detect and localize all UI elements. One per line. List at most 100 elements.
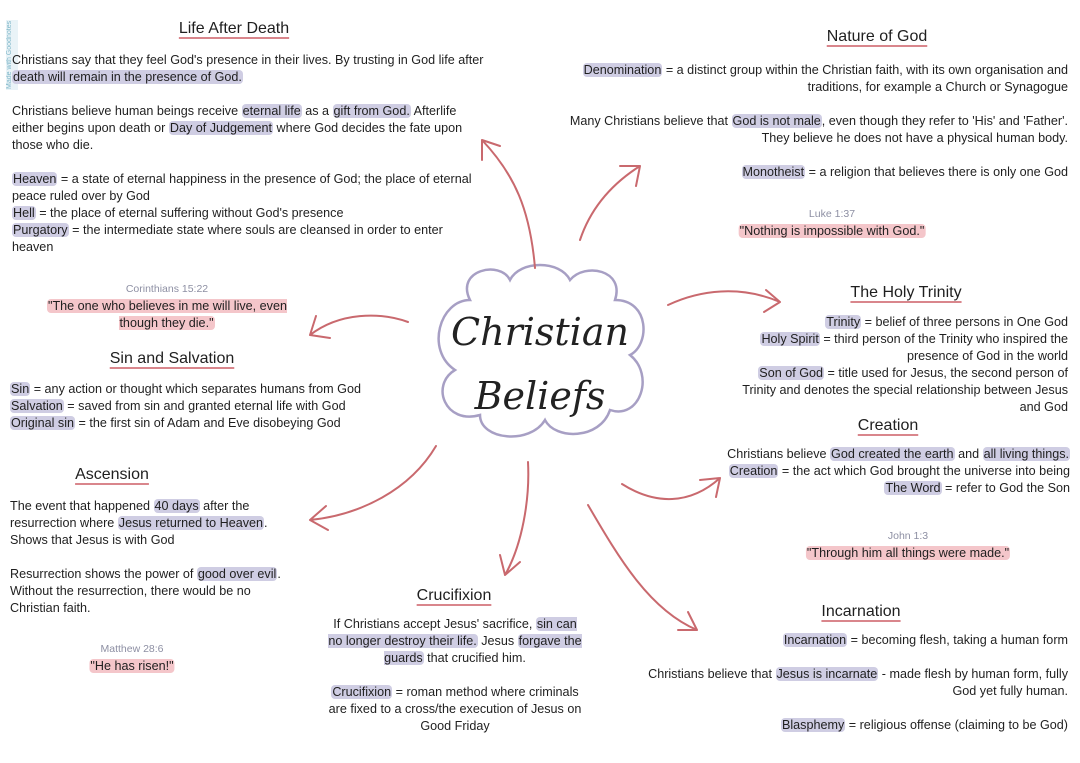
arrow-incarnation: [587, 504, 698, 631]
text-segment: = the intermediate state where souls are…: [12, 223, 443, 254]
text-segment: = the place of eternal suffering without…: [35, 206, 344, 220]
text-segment: = the first sin of Adam and Eve disobeyi…: [75, 416, 341, 430]
text-segment: . Shows that Jesus is with God: [10, 516, 268, 547]
arrow-nature-of-god: [579, 165, 641, 241]
paragraph: Christians believe human beings receive …: [12, 103, 484, 154]
text-segment: = refer to God the Son: [941, 481, 1070, 495]
quote-source: John 1:3: [887, 530, 929, 542]
quote-luke: Luke 1:37 "Nothing is impossible with Go…: [738, 206, 926, 240]
paragraph: Incarnation = becoming flesh, taking a h…: [640, 632, 1068, 649]
highlighted-term: gift from God.: [332, 104, 411, 118]
highlighted-term: God created the earth: [830, 447, 955, 461]
text-segment: = a religion that believes there is only…: [805, 165, 1068, 179]
text-segment: , even though they refer to 'His' and 'F…: [761, 114, 1068, 145]
section-nature-of-god: Denomination = a distinct group within t…: [560, 62, 1068, 198]
arrow-life-after-death: [481, 139, 536, 269]
text-segment: = becoming flesh, taking a human form: [847, 633, 1068, 647]
arrow-sin-salvation: [309, 314, 409, 339]
text-segment: = any action or thought which separates …: [30, 382, 361, 396]
paragraph: Christians believe God created the earth…: [680, 446, 1070, 497]
paragraph: Christians say that they feel God's pres…: [12, 52, 484, 86]
text-segment: If Christians accept Jesus' sacrifice,: [333, 617, 536, 631]
central-topic: Christian Beliefs: [440, 300, 640, 428]
text-segment: after the resurrection where: [10, 499, 250, 530]
quote-text: "The one who believes in me will live, e…: [47, 299, 287, 330]
text-segment: = a distinct group within the Christian …: [662, 63, 1068, 94]
quote-corinthians: Corinthians 15:22 "The one who believes …: [32, 281, 302, 332]
highlighted-term: all living things.: [982, 447, 1070, 461]
paragraph: If Christians accept Jesus' sacrifice, s…: [325, 616, 585, 667]
highlighted-term: Holy Spirit: [760, 332, 820, 346]
highlighted-term: Heaven: [12, 172, 58, 186]
text-segment: = roman method where criminals are fixed…: [328, 685, 582, 733]
highlighted-term: Hell: [12, 206, 36, 220]
highlighted-term: Sin: [10, 382, 31, 396]
highlighted-term: Purgatory: [12, 223, 69, 237]
highlighted-term: Day of Judgement: [168, 121, 274, 135]
text-segment: Christians say that they feel God's pres…: [12, 53, 484, 67]
section-title-life-after-death: Life After Death: [178, 20, 290, 37]
arrow-creation: [621, 477, 721, 501]
section-title-incarnation: Incarnation: [821, 603, 901, 620]
cloud-outline: [437, 263, 645, 438]
paragraph: Trinity = belief of three persons in One…: [740, 314, 1068, 416]
section-incarnation: Incarnation = becoming flesh, taking a h…: [640, 632, 1068, 751]
arrow-holy-trinity: [667, 289, 781, 313]
text-segment: and: [954, 447, 983, 461]
text-segment: = title used for Jesus, the second perso…: [742, 366, 1068, 414]
paragraph: Resurrection shows the power of good ove…: [10, 566, 295, 617]
quote-source: Matthew 28:6: [100, 643, 164, 655]
highlighted-term: Trinity: [825, 315, 862, 329]
section-crucifixion: If Christians accept Jesus' sacrifice, s…: [325, 616, 585, 752]
highlighted-term: Jesus returned to Heaven: [117, 516, 265, 530]
highlighted-term: God is not male: [731, 114, 822, 128]
quote-text: "He has risen!": [89, 659, 175, 673]
highlighted-term: Son of God: [758, 366, 825, 380]
text-segment: as a: [301, 104, 333, 118]
highlighted-term: Salvation: [10, 399, 64, 413]
highlighted-term: Incarnation: [782, 633, 848, 647]
text-segment: Afterlife either begins upon death or: [12, 104, 457, 135]
section-sin-and-salvation: Sin = any action or thought which separa…: [10, 381, 420, 449]
quote-source: Corinthians 15:22: [125, 283, 209, 295]
paragraph: The event that happened 40 days after th…: [10, 498, 295, 549]
paragraph: Monotheist = a religion that believes th…: [560, 164, 1068, 181]
highlighted-term: good over evil: [196, 567, 278, 581]
section-title-nature-of-god: Nature of God: [826, 28, 928, 45]
text-segment: Resurrection shows the power of: [10, 567, 197, 581]
text-segment: The event that happened: [10, 499, 154, 513]
paragraph: Blasphemy = religious offense (claiming …: [640, 717, 1068, 734]
quote-john: John 1:3 "Through him all things were ma…: [805, 528, 1011, 562]
highlighted-term: eternal life: [241, 104, 302, 118]
section-title-creation: Creation: [857, 417, 919, 434]
section-title-crucifixion: Crucifixion: [416, 587, 492, 604]
paragraph: Christians believe that Jesus is incarna…: [640, 666, 1068, 700]
text-segment: = religious offense (claiming to be God): [845, 718, 1068, 732]
highlighted-term: 40 days: [153, 499, 200, 513]
paragraph: Heaven = a state of eternal happiness in…: [12, 171, 484, 256]
text-segment: Christians believe: [727, 447, 831, 461]
highlighted-term: Original sin: [10, 416, 75, 430]
central-topic-line1: Christian: [451, 310, 629, 354]
arrow-crucifixion: [499, 461, 530, 576]
paragraph: Sin = any action or thought which separa…: [10, 381, 420, 432]
paragraph: Denomination = a distinct group within t…: [560, 62, 1068, 96]
highlighted-term: The Word: [884, 481, 942, 495]
quote-matthew: Matthew 28:6 "He has risen!": [89, 641, 175, 675]
text-segment: = a state of eternal happiness in the pr…: [12, 172, 472, 203]
quote-source: Luke 1:37: [808, 208, 856, 220]
text-segment: = the act which God brought the universe…: [778, 464, 1070, 478]
arrow-ascension: [309, 445, 437, 531]
text-segment: = saved from sin and granted eternal lif…: [63, 399, 346, 413]
text-segment: - made flesh by human form, fully God ye…: [878, 667, 1068, 698]
quote-text: "Through him all things were made.": [805, 546, 1011, 560]
highlighted-term: Denomination: [582, 63, 663, 77]
section-title-ascension: Ascension: [75, 466, 149, 483]
highlighted-term: Crucifixion: [331, 685, 393, 699]
central-topic-line2: Beliefs: [474, 374, 606, 418]
text-segment: Many Christians believe that: [569, 114, 732, 128]
section-holy-trinity: Trinity = belief of three persons in One…: [740, 314, 1068, 433]
section-life-after-death: Christians say that they feel God's pres…: [12, 52, 484, 273]
highlighted-term: Jesus is incarnate: [775, 667, 879, 681]
